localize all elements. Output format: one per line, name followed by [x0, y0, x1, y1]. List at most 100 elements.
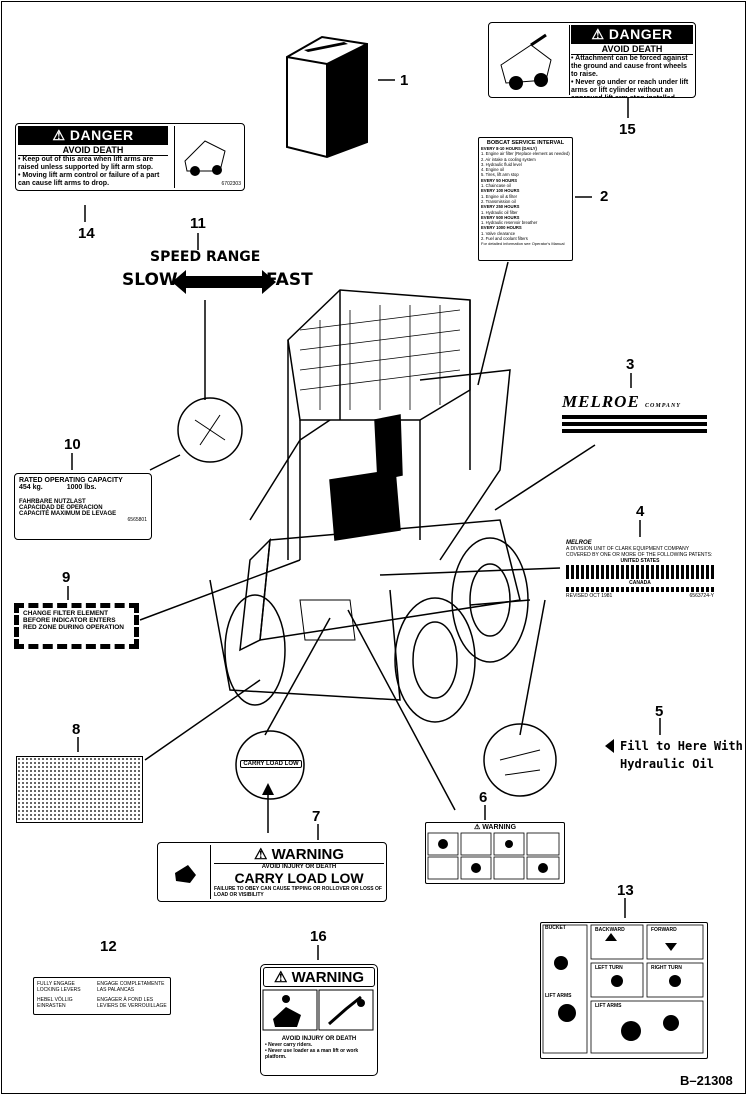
callout-7: 7: [312, 808, 321, 825]
no-riders-pictogram-icon: [262, 989, 374, 1031]
fr: CAPACITÉ MAXIMUM DE LEVAGE: [19, 511, 117, 517]
line: • Never go under or reach under lift arm…: [571, 79, 689, 97]
es: ENGAGE COMPLETAMENTE LAS PALANCAS: [97, 981, 165, 993]
label-backward: BACKWARD: [595, 927, 625, 933]
warning-header: ⚠ WARNING: [473, 824, 517, 831]
line1: Fill to Here With: [620, 739, 743, 753]
loader-pictogram-icon: [491, 25, 570, 95]
callout-13: 13: [617, 882, 634, 899]
figure-id: B–21308: [680, 1073, 733, 1088]
speed-range-title: SPEED RANGE: [150, 249, 261, 265]
callout-9: 9: [62, 569, 71, 586]
line: • Keep out of this area when lift arms a…: [18, 156, 154, 171]
decal-7-warning: ⚠ WARNING AVOID INJURY OR DEATH CARRY LO…: [157, 842, 387, 902]
decal-3-melroe-logo: MELROE COMPANY: [562, 392, 712, 437]
part-code: 6702303: [221, 181, 241, 187]
decal-12-locking-levers: FULLY ENGAGE LOCKING LEVERS ENGAGE COMPL…: [33, 977, 171, 1015]
label-left-turn: LEFT TURN: [595, 965, 623, 971]
decal-9-filter: CHANGE FILTER ELEMENT BEFORE INDICATOR E…: [14, 603, 139, 649]
small-print: FAILURE TO OBEY CAN CAUSE TIPPING OR ROL…: [214, 886, 382, 898]
service-line: 1. Valve clearance: [481, 230, 516, 236]
title: BOBCAT SERVICE INTERVAL: [486, 140, 565, 146]
de: FAHRBARE NUTZLAST: [19, 499, 86, 505]
service-line: 2. Fuel and coolant filters: [481, 236, 528, 242]
logo-small: COMPANY: [645, 403, 681, 409]
line: • Never carry riders.: [265, 1042, 313, 1048]
danger-header: ⚠ DANGER: [571, 25, 693, 44]
de: HEBEL VÖLLIG EINRASTEN: [37, 997, 73, 1009]
decal-14-danger: ⚠ DANGER AVOID DEATH • Keep out of this …: [15, 123, 245, 191]
service-line: 1. Engine oil & filter: [481, 193, 518, 199]
service-line: 2. Air intake & cooling system: [481, 156, 536, 162]
controls-pictogram-icon: [542, 924, 704, 1054]
subtitle: AVOID DEATH: [571, 44, 693, 55]
label-forward: FORWARD: [651, 927, 677, 933]
line1: RATED OPERATING CAPACITY: [19, 477, 123, 484]
carry-load-low: CARRY LOAD LOW: [234, 870, 364, 886]
service-line: EVERY 8-10 HOURS (DAILY): [481, 146, 537, 151]
line: • Never use loader as a man lift or work…: [265, 1048, 359, 1060]
service-line: 1. Hydraulic oil filter: [481, 209, 518, 215]
footer: For detailed information see Operator's …: [481, 241, 565, 247]
line3: RED ZONE DURING OPERATION: [23, 624, 124, 631]
canada-heading: CANADA: [629, 580, 651, 586]
us-heading: UNITED STATES: [620, 558, 660, 564]
lift-arm-pictogram-icon: 6702303: [174, 126, 243, 188]
line2: COVERED BY ONE OR MORE OF THE FOLLOWING …: [566, 552, 713, 558]
lbs: 1000 lbs.: [66, 484, 97, 491]
callout-12: 12: [100, 938, 117, 955]
service-line: 3. Hydraulic fluid level: [481, 161, 522, 167]
decal-5-fill-level: Fill to Here With Hydraulic Oil: [620, 737, 743, 773]
part-code: 6565801: [127, 517, 147, 523]
subtitle: AVOID INJURY OR DEATH: [261, 864, 337, 870]
service-line: 5. Tires, lift arm stop: [481, 172, 519, 178]
loader-pictogram-icon: [160, 845, 211, 899]
callout-11: 11: [190, 215, 206, 232]
line2: BEFORE INDICATOR ENTERS: [23, 617, 116, 624]
service-line: EVERY 500 HOURS: [481, 214, 520, 220]
callout-4: 4: [636, 503, 645, 520]
carry-load-inset: CARRY LOAD LOW: [240, 760, 302, 768]
decal-kit-box-icon: [286, 35, 368, 159]
line1: CHANGE FILTER ELEMENT: [23, 610, 109, 617]
service-line: 1. Engine air filter (Replace element as…: [481, 151, 570, 157]
callout-3: 3: [626, 356, 635, 373]
callout-8: 8: [72, 721, 81, 738]
fast-label: FAST: [266, 270, 313, 290]
callout-14: 14: [78, 225, 95, 242]
callout-6: 6: [479, 789, 488, 806]
slow-label: SLOW: [122, 270, 178, 290]
service-line: 2. Transmission oil: [481, 198, 516, 204]
part-code: 6563724-Y: [689, 593, 714, 599]
service-line: 1. Chaincase oil: [481, 183, 511, 189]
callout-2: 2: [600, 188, 609, 205]
service-line: 1. Hydraulic reservoir breather: [481, 220, 538, 226]
service-line: EVERY 1000 HOURS: [481, 225, 522, 231]
kg: 454 kg.: [19, 484, 43, 491]
service-line: EVERY 50 HOURS: [481, 177, 518, 183]
revised: REVISED OCT 1981: [566, 593, 613, 599]
line2: Hydraulic Oil: [620, 757, 714, 771]
service-lines: EVERY 8-10 HOURS (DAILY)1. Engine air fi…: [481, 146, 570, 241]
warning-header: ⚠ WARNING: [263, 967, 375, 987]
decal-6-warning: ⚠ WARNING: [425, 822, 565, 884]
label-lift-arms-side: LIFT ARMS: [545, 993, 572, 999]
label-bucket: BUCKET: [545, 925, 566, 931]
service-line: EVERY 250 HOURS: [481, 204, 520, 210]
decal-16-warning: ⚠ WARNING AVOID INJURY OR DEATH • Never …: [260, 964, 378, 1076]
es: CAPACIDAD DE OPERACION: [19, 505, 103, 511]
line: • Attachment can be forced against the g…: [571, 55, 688, 78]
callout-5: 5: [655, 703, 664, 720]
callout-15: 15: [619, 121, 636, 138]
label-lift-arms: LIFT ARMS: [595, 1003, 622, 1009]
line1: A DIVISION UNIT OF CLARK EQUIPMENT COMPA…: [566, 546, 690, 552]
item-8-non-skid-pad: [16, 756, 143, 823]
pictogram-grid-icon: [427, 832, 560, 880]
subtitle: AVOID INJURY OR DEATH: [281, 1036, 357, 1042]
decal-13-controls: BUCKET BACKWARD FORWARD LEFT TURN RIGHT …: [540, 922, 708, 1059]
fr: ENGAGER À FOND LES LEVIERS DE VERROUILLA…: [97, 997, 167, 1009]
decal-15-danger: ⚠ DANGER AVOID DEATH • Attachment can be…: [488, 22, 696, 98]
logo-text: MELROE: [562, 392, 640, 411]
